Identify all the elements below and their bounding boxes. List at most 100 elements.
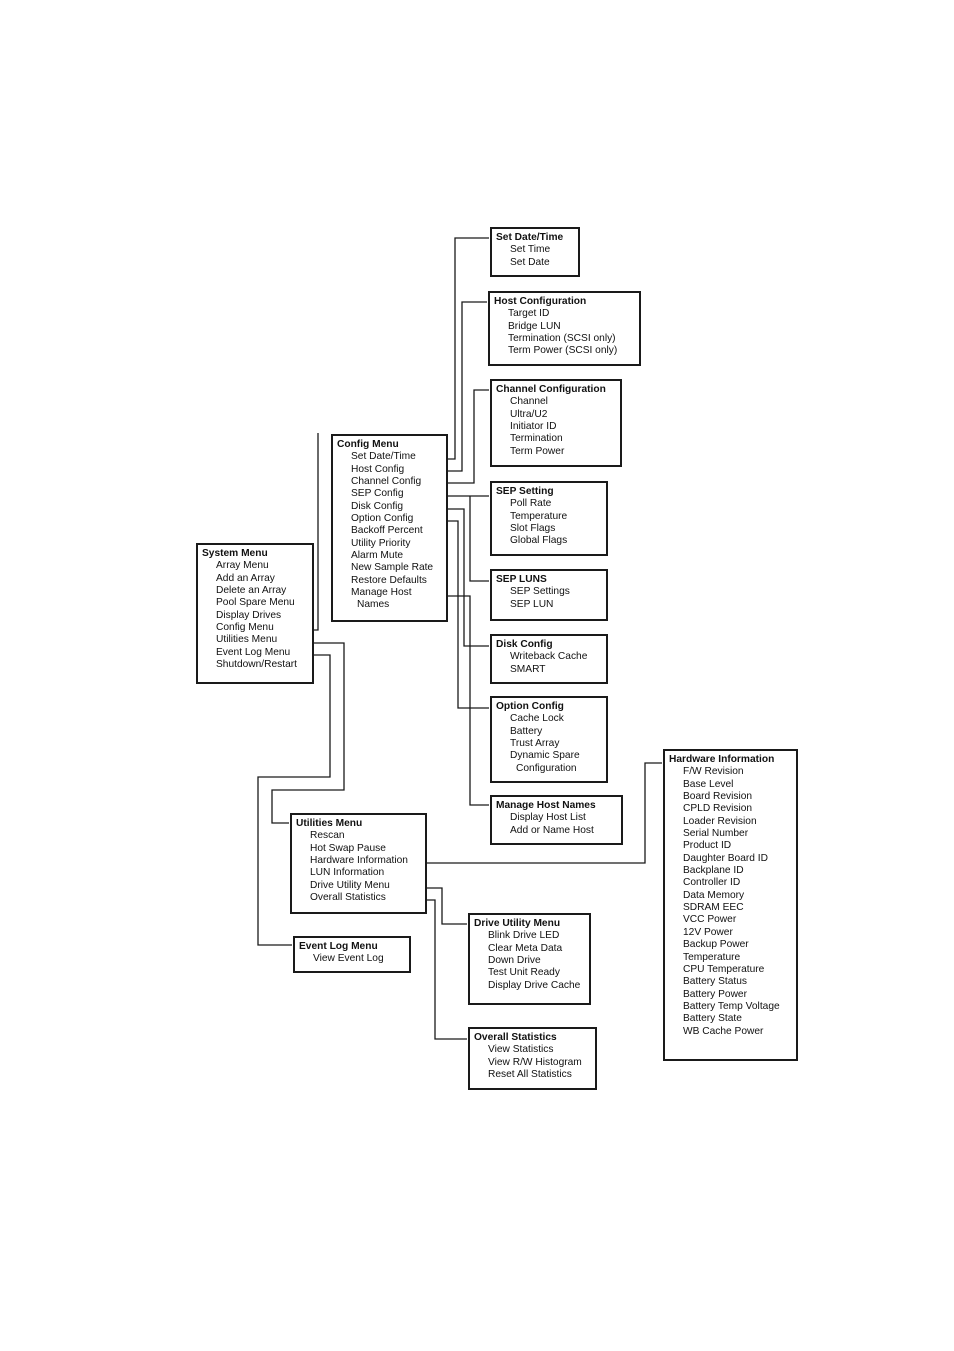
menu-item: Display Drives [216,609,282,621]
menu-item: Hot Swap Pause [310,842,386,854]
menu-title: Option Config [496,701,564,712]
menu-item: Writeback Cache [510,651,588,663]
connector-config-channel [435,389,489,484]
menu-item: Loader Revision [683,815,757,827]
menu-item: Backup Power [683,939,749,951]
menu-title: System Menu [202,548,268,559]
menu-title: Channel Configuration [496,384,606,395]
menu-item: LUN Information [310,867,385,879]
menu-title: Hardware Information [669,754,775,765]
menu-item: Term Power (SCSI only) [508,345,618,357]
menu-item: CPU Temperature [683,963,765,975]
menu-item: 12V Power [683,926,733,938]
menu-item: Utilities Menu [216,634,278,646]
menu-item: Global Flags [510,535,568,547]
menu-item: Blink Drive LED [488,930,560,942]
menu-item: Delete an Array [216,585,287,597]
menu-title: Utilities Menu [296,818,363,829]
menu-title: Host Configuration [494,296,587,307]
menu-item: Display Drive Cache [488,979,581,991]
menu-item: Overall Statistics [310,892,386,904]
menu-item: Backoff Percent [351,525,423,537]
menu-item: SDRAM EEC [683,902,744,914]
menu-item: View Event Log [313,953,384,965]
menu-item: Data Memory [683,889,745,901]
menu-item: Hardware Information [310,855,408,867]
menu-item: Shutdown/Restart [216,659,297,671]
menu-item: Term Power [510,445,565,457]
menu-item: SMART [510,663,546,675]
menu-item: Termination [510,433,563,445]
menu-item: Names [357,599,390,611]
menu-item: Disk Config [351,500,404,512]
connector-system-utilities [271,642,345,824]
menu-item: Daughter Board ID [683,852,768,864]
menu-title: Disk Config [496,639,553,650]
menu-item: WB Cache Power [683,1025,764,1037]
menu-item: Trust Array [510,738,560,750]
menu-item: View Statistics [488,1044,554,1056]
menu-item: Temperature [683,951,741,963]
menu-item: Channel [510,396,548,408]
menu-item: Add or Name Host [510,824,594,836]
menu-item: Cache Lock [510,713,564,725]
menu-title: Overall Statistics [474,1032,557,1043]
menu-item: Utility Priority [351,537,411,549]
menu-item: Test Unit Ready [488,967,560,979]
menu-item: Poll Rate [510,498,552,510]
menu-item: Set Date [510,256,550,268]
menu-item: Alarm Mute [351,550,404,562]
menu-item: Backplane ID [683,865,744,877]
menu-item: Rescan [310,830,345,842]
menu-item: Display Host List [510,812,586,824]
menu-item: Bridge LUN [508,320,561,332]
menu-item: Base Level [683,778,734,790]
menu-title: Set Date/Time [496,232,564,243]
menu-title: SEP LUNS [496,574,547,585]
menu-item: CPLD Revision [683,803,753,815]
connector-config-managehost [434,595,489,806]
menu-item: New Sample Rate [351,562,434,574]
menu-item: Termination (SCSI only) [508,333,616,345]
menu-item: SEP Settings [510,586,570,598]
menu-title: SEP Setting [496,486,554,497]
menu-item: Reset All Statistics [488,1069,572,1081]
menu-item: Manage Host [351,587,412,599]
menu-item: Battery [510,725,543,737]
menu-title: Config Menu [337,439,399,450]
menu-item: Ultra/U2 [510,408,548,420]
menu-title: Event Log Menu [299,941,378,952]
menu-item: Config Menu [216,622,274,634]
menu-item: SEP LUN [510,598,554,610]
menu-item: Restore Defaults [351,574,427,586]
menu-item: Clear Meta Data [488,942,563,954]
menu-item: Battery Status [683,976,747,988]
menu-item: Battery Temp Voltage [683,1000,780,1012]
menu-item: Configuration [516,762,577,774]
menu-item: Slot Flags [510,523,556,535]
connector-utilities-hardware [421,762,662,864]
menu-item: Set Time [510,244,551,256]
menu-item: Battery Power [683,988,747,1000]
menu-item: Array Menu [216,560,269,572]
menu-item: Battery State [683,1013,742,1025]
menu-item: Temperature [510,510,568,522]
menu-item: Drive Utility Menu [310,879,390,891]
menu-item: F/W Revision [683,766,744,778]
